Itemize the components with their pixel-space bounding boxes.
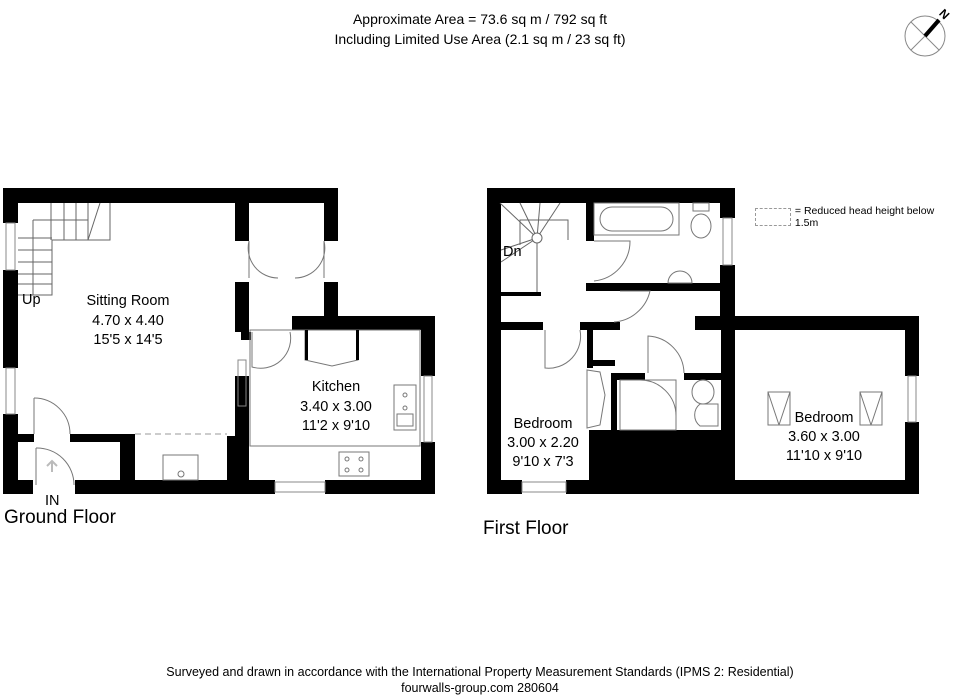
stairs-down-label: Dn [503,244,522,260]
svg-text:15'5 x 14'5: 15'5 x 14'5 [93,332,162,348]
entrance-label: IN [45,493,60,509]
svg-text:3.00 x 2.20: 3.00 x 2.20 [507,435,579,451]
svg-text:11'10 x 9'10: 11'10 x 9'10 [786,448,862,464]
svg-text:3.60 x 3.00: 3.60 x 3.00 [788,429,860,445]
svg-text:9'10 x 7'3: 9'10 x 7'3 [512,454,573,470]
svg-text:4.70 x 4.40: 4.70 x 4.40 [92,313,164,329]
svg-text:3.40 x 3.00: 3.40 x 3.00 [300,399,372,415]
footer-reference: fourwalls-group.com 280604 [401,681,559,695]
svg-text:Sitting Room: Sitting Room [86,293,169,309]
room-kitchen: Kitchen 3.40 x 3.00 11'2 x 9'10 [300,379,372,434]
dashed-box-icon [755,208,791,226]
svg-text:Bedroom: Bedroom [795,410,854,426]
ground-floor-plan: Up IN Sitting Room 4.70 x 4.40 15'5 x 14… [3,188,435,509]
first-floor-plan: Dn Bedroom 3.00 x 2.20 9'10 x 7'3 Bedroo… [487,188,919,494]
room-bedroom-small: Bedroom 3.00 x 2.20 9'10 x 7'3 [507,416,579,470]
approximate-area: Approximate Area = 73.6 sq m / 792 sq ft [352,11,608,27]
svg-text:11'2 x 9'10: 11'2 x 9'10 [302,418,370,434]
compass-icon: N [904,6,952,57]
legend-text: = Reduced head height below 1.5m [794,205,935,229]
footer-standards: Surveyed and drawn in accordance with th… [166,665,794,679]
ground-floor-title: Ground Floor [4,507,116,528]
reduced-height-legend: = Reduced head height below 1.5m [755,205,960,229]
svg-text:Bedroom: Bedroom [514,416,573,432]
first-floor-title: First Floor [483,518,569,539]
stairs-up-label: Up [22,292,41,308]
limited-use-area: Including Limited Use Area (2.1 sq m / 2… [334,31,626,47]
room-bedroom-large: Bedroom 3.60 x 3.00 11'10 x 9'10 [786,410,862,464]
svg-text:Kitchen: Kitchen [312,379,360,395]
room-sitting-room: Sitting Room 4.70 x 4.40 15'5 x 14'5 [86,293,169,348]
